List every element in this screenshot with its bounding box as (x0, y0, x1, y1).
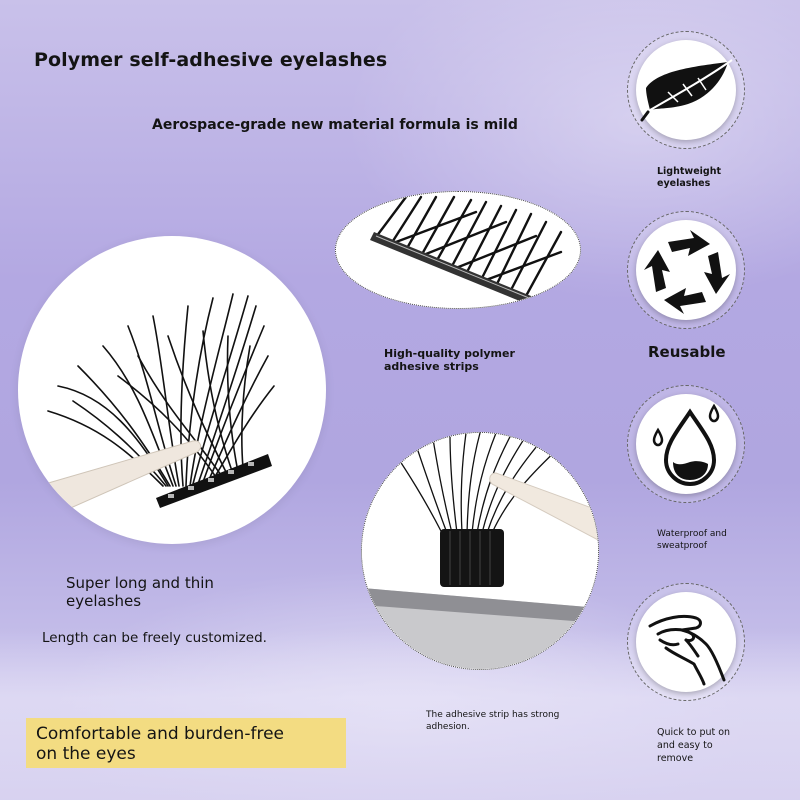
feather-icon (640, 59, 733, 122)
feature-lightweight (627, 31, 745, 149)
long-lash-caption: Super long and thin eyelashes (66, 574, 214, 610)
adhesion-illustration (362, 433, 598, 669)
comfort-banner: Comfortable and burden-free on the eyes (26, 718, 346, 768)
comfort-banner-text: Comfortable and burden-free on the eyes (36, 724, 284, 764)
quick-apply-caption: Quick to put on and easy to remove (657, 727, 731, 764)
page-subtitle: Aerospace-grade new material formula is … (152, 117, 518, 133)
feature-quick-apply (627, 583, 745, 701)
feature-waterproof (627, 385, 745, 503)
waterproof-caption: Waterproof and sweatproof (657, 529, 727, 551)
reusable-caption: Reusable (648, 343, 726, 361)
adhesive-strip-illustration (370, 195, 563, 306)
custom-length-caption: Length can be freely customized. (42, 630, 267, 646)
water-drop-icon (652, 403, 720, 487)
page-title: Polymer self-adhesive eyelashes (34, 49, 388, 71)
adhesion-photo (361, 432, 599, 670)
eyelash-cluster-illustration (33, 293, 275, 519)
strip-caption: High-quality polymer adhesive strips (384, 347, 515, 373)
eyelash-cluster-photo (18, 236, 326, 544)
recycle-arrows-icon (644, 230, 730, 314)
adhesive-strip-photo (335, 191, 581, 309)
hand-pinch-icon (648, 614, 726, 686)
feature-reusable (627, 211, 745, 329)
adhesion-caption: The adhesive strip has strong adhesion. (426, 710, 560, 732)
lightweight-caption: Lightweight eyelashes (657, 166, 721, 189)
